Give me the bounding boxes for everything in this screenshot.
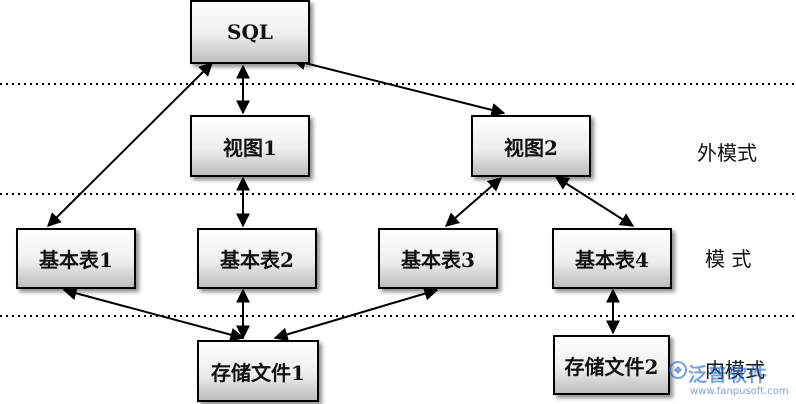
node-view2: 视图2 (471, 115, 591, 177)
node-sql: SQL (190, 0, 310, 64)
arrow-table3-file1 (273, 286, 439, 342)
node-table2: 基本表2 (197, 228, 317, 289)
watermark: 泛普软件 www.fanpusoft.com (668, 356, 796, 404)
arrow-table1-file1 (62, 286, 245, 342)
node-table4: 基本表4 (552, 228, 672, 289)
arrow-sql-table1 (47, 62, 213, 227)
level-label-external: 外模式 (697, 141, 757, 165)
node-table3: 基本表3 (378, 228, 498, 289)
brand-logo-icon (669, 361, 687, 379)
arrow-view2-table4 (554, 176, 635, 227)
connectors (47, 56, 635, 342)
watermark-url: www.fanpusoft.com (690, 386, 789, 397)
node-file2: 存储文件2 (553, 335, 670, 395)
level-label-conceptual: 模 式 (705, 247, 752, 271)
node-view1: 视图1 (190, 115, 310, 177)
level-label-internal: 内模式 (705, 358, 765, 382)
node-table1: 基本表1 (16, 228, 136, 289)
node-file1: 存储文件1 (197, 340, 319, 402)
watermark-brand: 泛普软件 (688, 364, 769, 386)
arrow-sql-view2 (291, 56, 506, 117)
arrow-view2-table3 (444, 177, 503, 227)
